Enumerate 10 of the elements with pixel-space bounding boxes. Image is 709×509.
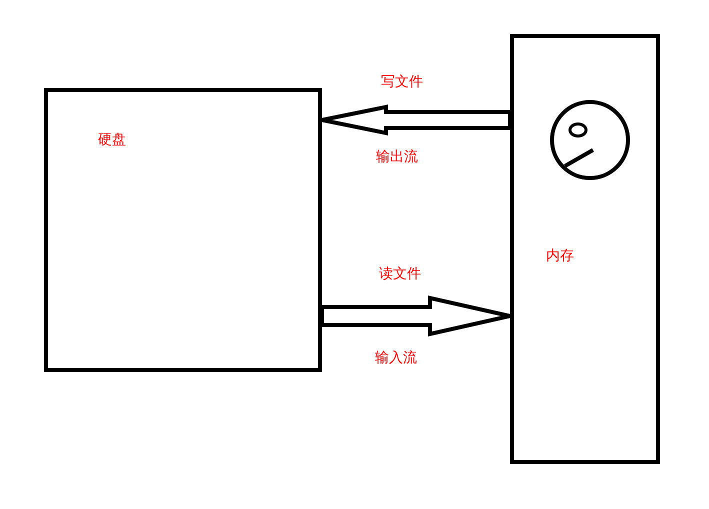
stream-label: 输入流 [375, 350, 417, 366]
block-arrow [320, 104, 512, 136]
memory-box [510, 34, 660, 464]
edge-label: 读文件 [377, 266, 423, 282]
node-label: 硬盘 [98, 132, 126, 148]
storage-box [44, 88, 322, 372]
edge-label: 写文件 [379, 74, 425, 90]
stream-label: 输出流 [376, 149, 418, 165]
block-arrow [320, 296, 512, 336]
node-label: 内存 [546, 248, 574, 264]
